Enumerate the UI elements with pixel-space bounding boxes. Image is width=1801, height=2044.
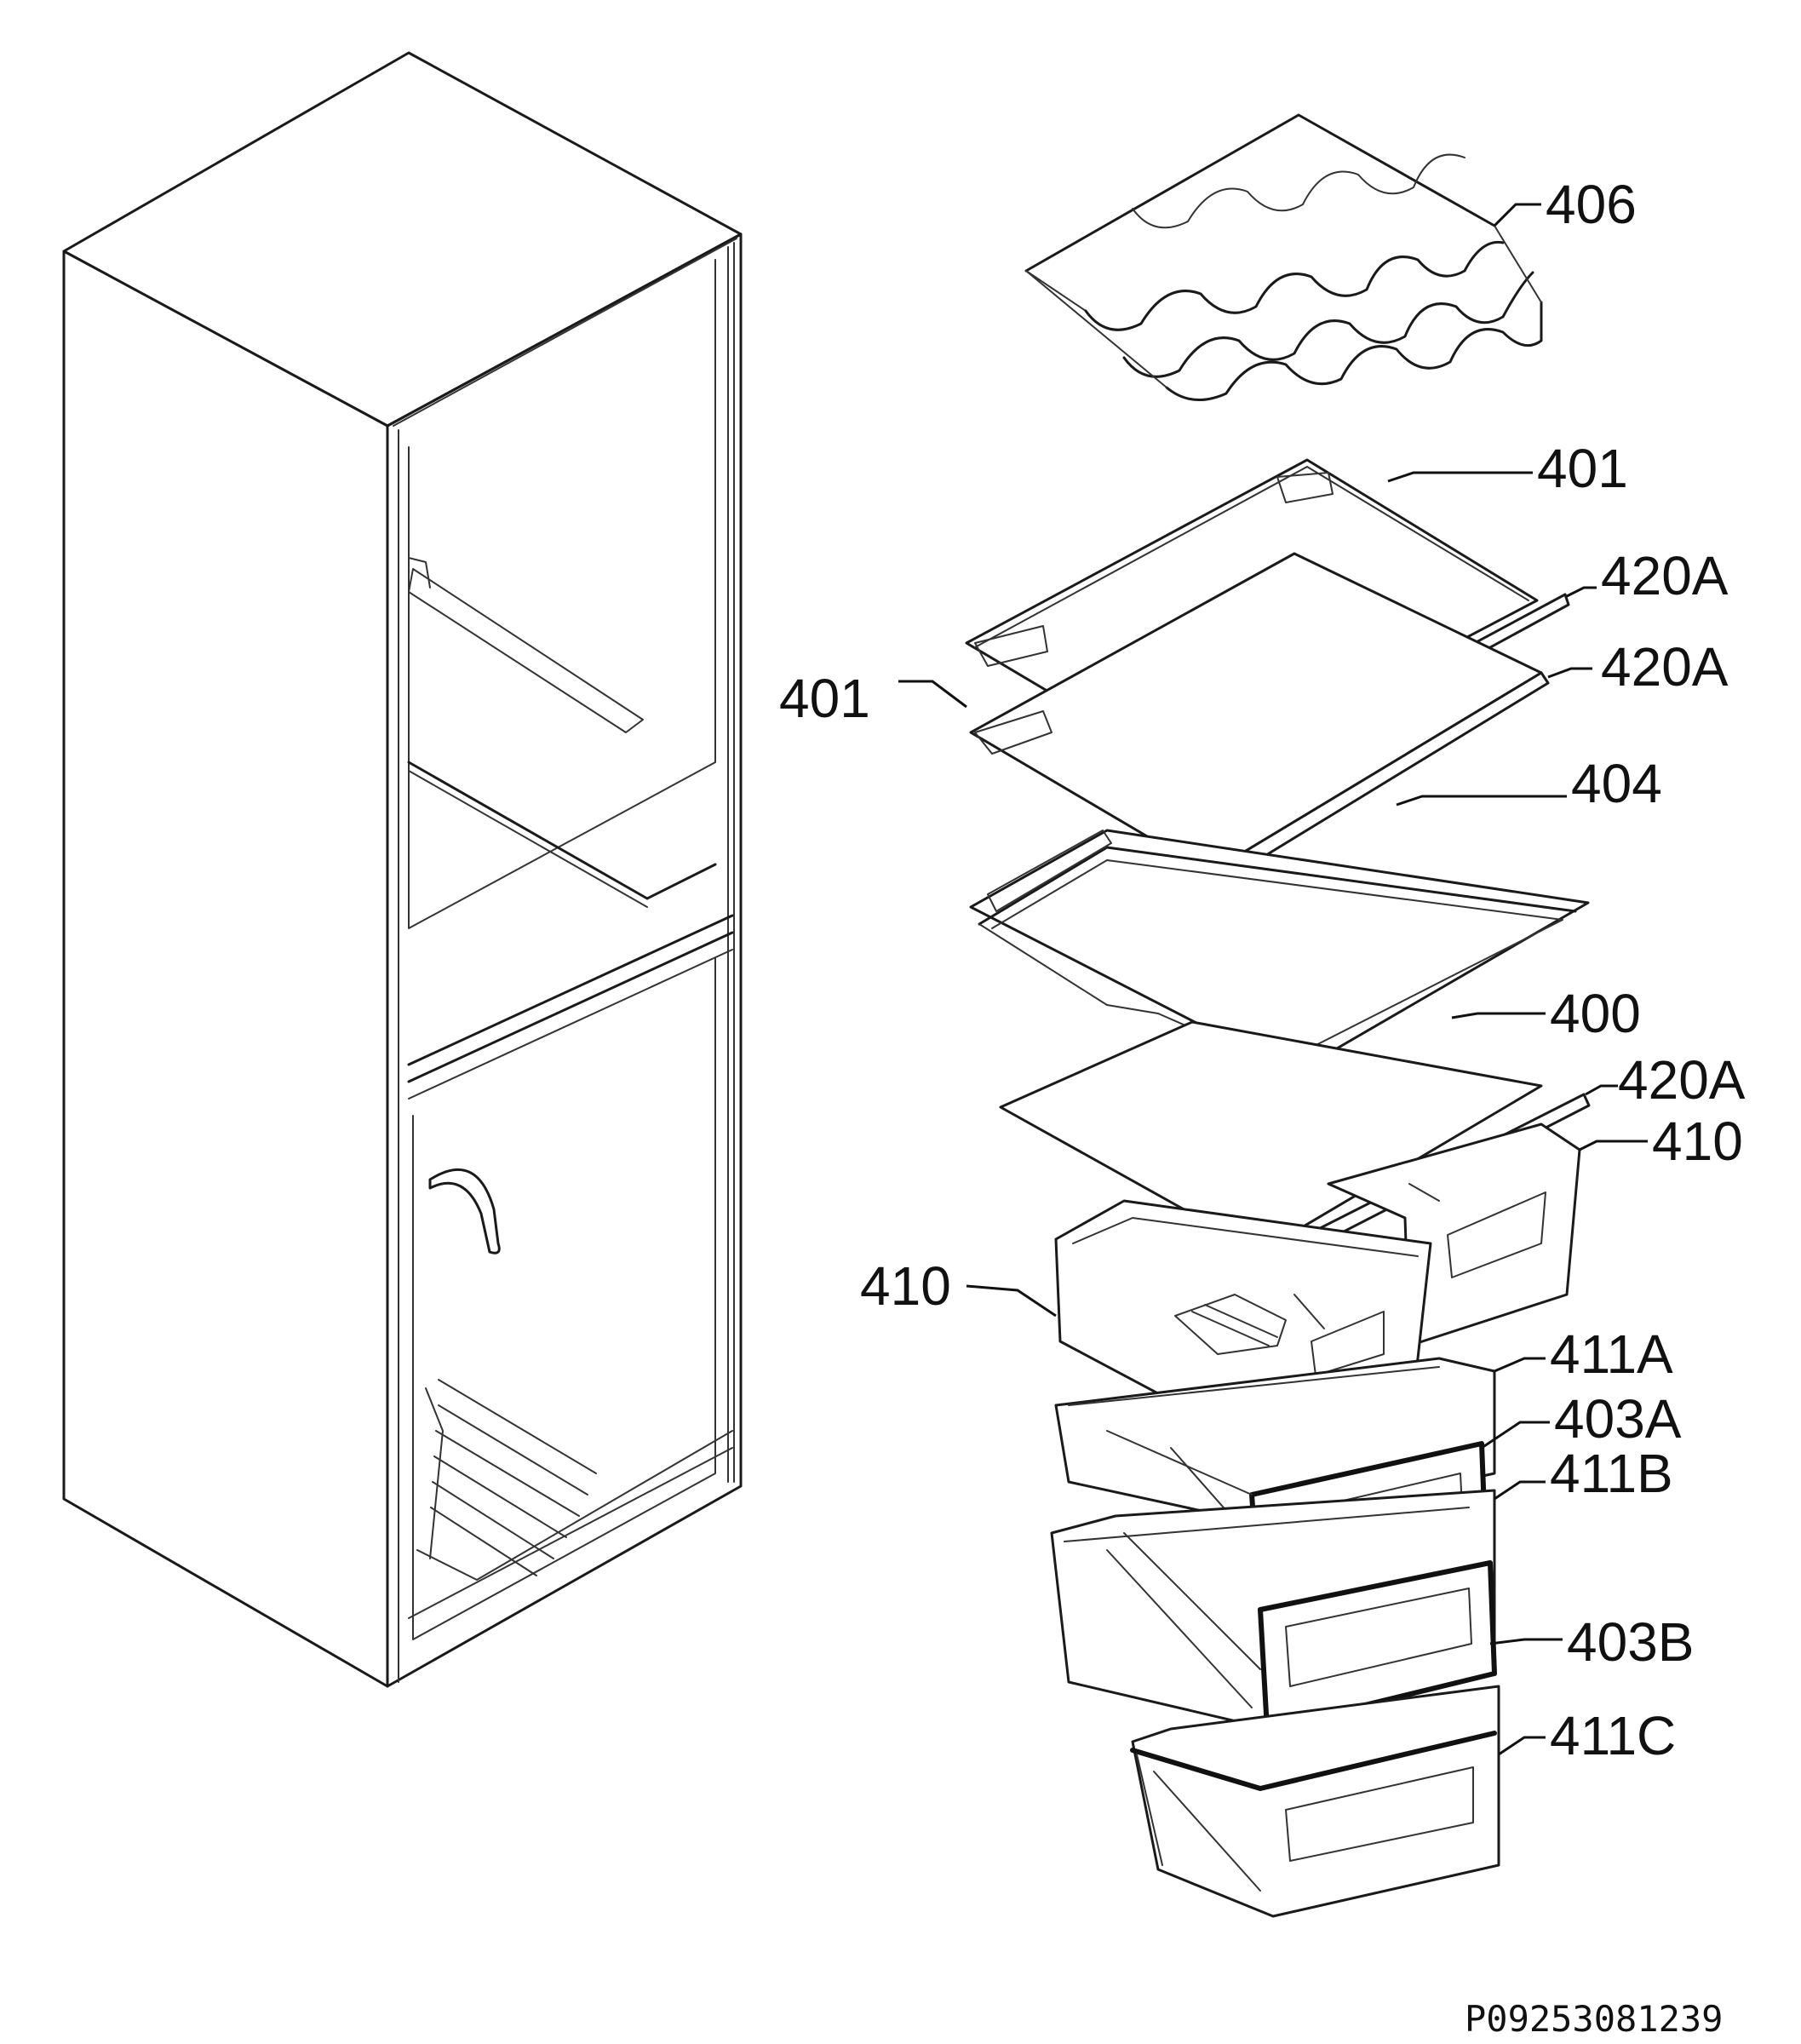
cabinet-front xyxy=(386,233,743,1688)
drawer-411C xyxy=(1130,1685,1500,1918)
label-400: 400 xyxy=(1550,983,1641,1044)
label-401-upper: 401 xyxy=(1537,438,1628,499)
label-411B: 411B xyxy=(1550,1443,1673,1504)
label-406: 406 xyxy=(1546,174,1637,235)
shelf-frame-404 xyxy=(969,829,1590,1075)
glass-plate-400 xyxy=(999,1020,1543,1254)
fridge-cabinet xyxy=(62,51,743,1688)
label-403A: 403A xyxy=(1554,1388,1682,1450)
label-403B: 403B xyxy=(1567,1611,1694,1673)
label-401-lower: 401 xyxy=(779,668,870,729)
storage-box-410-right xyxy=(1327,1122,1581,1347)
part-labels: 406 401 420A 420A 401 404 400 420A 410 4… xyxy=(779,174,1746,1766)
label-411A: 411A xyxy=(1550,1323,1673,1385)
label-410-right: 410 xyxy=(1652,1111,1743,1172)
wine-rack-406 xyxy=(1024,113,1543,402)
label-404: 404 xyxy=(1571,753,1662,814)
cabinet-side xyxy=(62,250,389,1688)
label-411C: 411C xyxy=(1550,1705,1676,1766)
drawer-front-403B xyxy=(1258,1560,1497,1731)
label-410-left: 410 xyxy=(860,1255,951,1317)
document-id: P09253081239 xyxy=(1465,1998,1723,2040)
label-420A-3: 420A xyxy=(1618,1049,1746,1111)
leader-lines xyxy=(898,203,1648,1756)
label-420A-2: 420A xyxy=(1601,636,1729,698)
label-420A-1: 420A xyxy=(1601,545,1729,606)
